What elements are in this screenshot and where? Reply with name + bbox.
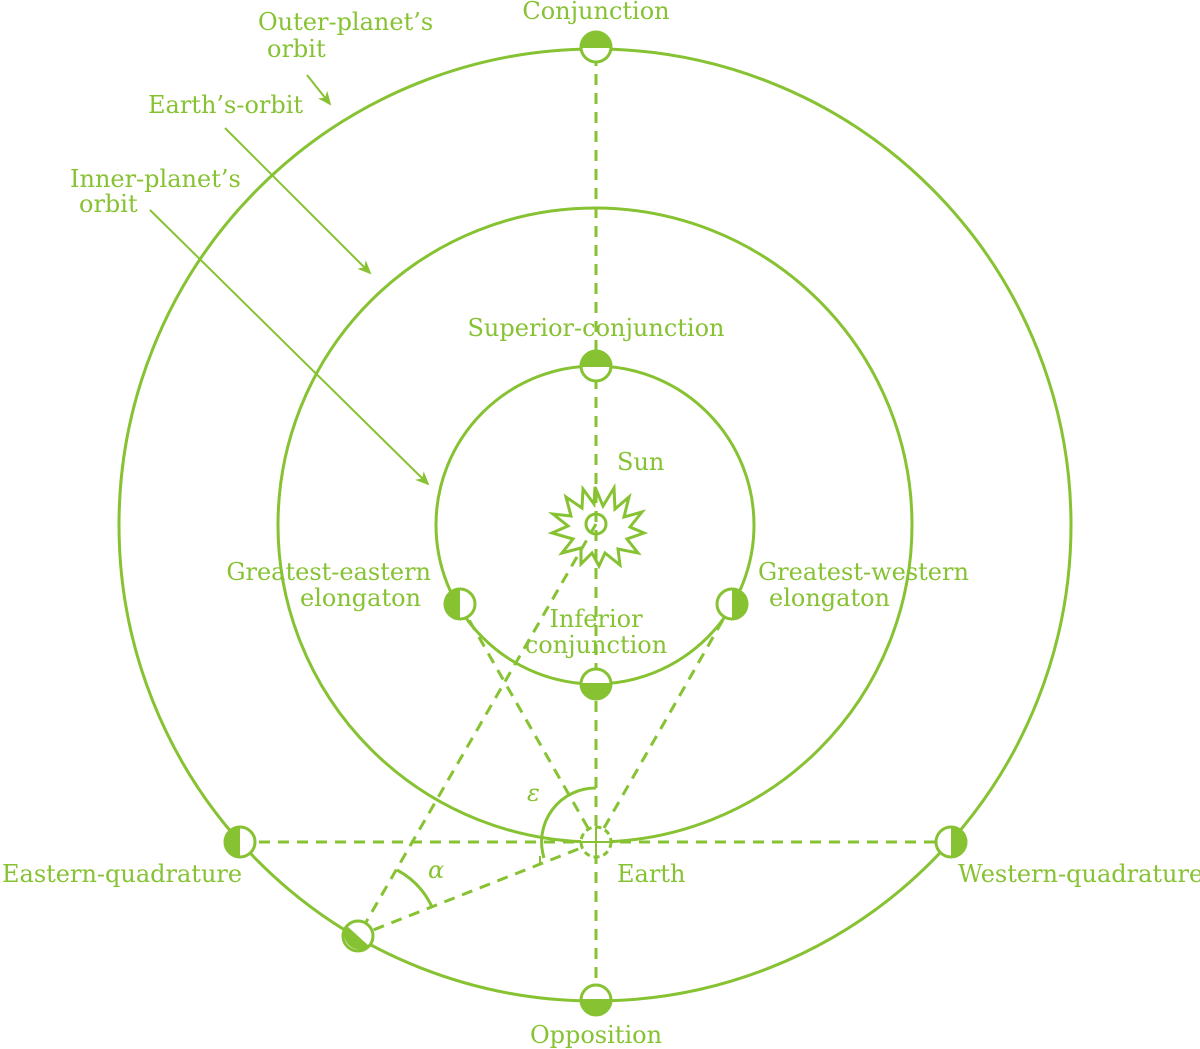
- inferior-conjunction-planet-icon: [579, 667, 613, 701]
- sun-icon: [547, 483, 649, 570]
- greatest-western-label: Greatest-western: [758, 558, 969, 586]
- inferior-conjunction-label-line2: conjunction: [525, 631, 667, 659]
- greatest-eastern-label: Greatest-eastern: [226, 558, 431, 586]
- earth-label: Earth: [617, 860, 685, 888]
- epsilon-angle-arc: [540, 786, 597, 859]
- western-quadrature-planet-icon: [934, 825, 968, 859]
- inner-orbit-label-line2: orbit: [79, 190, 138, 218]
- greatest-eastern-elongation-planet-icon: [443, 587, 477, 621]
- eastern-quadrature-planet-icon: [223, 825, 257, 859]
- greatest-western-label-line2: elongaton: [769, 584, 890, 612]
- sun-to-outer-planet-line: [356, 523, 598, 937]
- outer-orbit-label-line2: orbit: [267, 35, 326, 63]
- western-quadrature-label: Western-quadrature: [958, 860, 1200, 888]
- outer-orbit-arrow: [306, 74, 332, 106]
- opposition-planet-icon: [579, 983, 613, 1017]
- alpha-label: α: [428, 856, 444, 884]
- eastern-elongation-line: [458, 603, 598, 843]
- superior-conjunction-planet-icon: [579, 349, 613, 383]
- greatest-western-elongation-planet-icon: [715, 587, 749, 621]
- alpha-angle-arc: [396, 868, 434, 908]
- earth-to-outer-planet-line: [357, 840, 597, 938]
- inner-orbit-arrow: [149, 209, 430, 486]
- opposition-label: Opposition: [530, 1021, 662, 1049]
- inferior-conjunction-label: Inferior: [549, 605, 643, 633]
- outer-orbit-label: Outer-planet’s: [258, 8, 433, 36]
- conjunction-label: Conjunction: [522, 0, 669, 25]
- superior-conjunction-label: Superior-conjunction: [467, 314, 724, 342]
- eastern-quadrature-label: Eastern-quadrature: [2, 860, 242, 888]
- earth-orbit-label: Earth’s-orbit: [148, 91, 303, 119]
- sun-label: Sun: [617, 448, 664, 476]
- earth-icon: [579, 825, 613, 859]
- inner-orbit-label: Inner-planet’s: [70, 165, 241, 193]
- western-elongation-line: [594, 603, 734, 843]
- epsilon-label: ε: [527, 779, 540, 807]
- conjunction-planet-icon: [579, 30, 613, 64]
- greatest-eastern-label-line2: elongaton: [300, 584, 421, 612]
- outer-planet-position-icon: [341, 919, 375, 953]
- earth-orbit-arrow: [224, 127, 372, 275]
